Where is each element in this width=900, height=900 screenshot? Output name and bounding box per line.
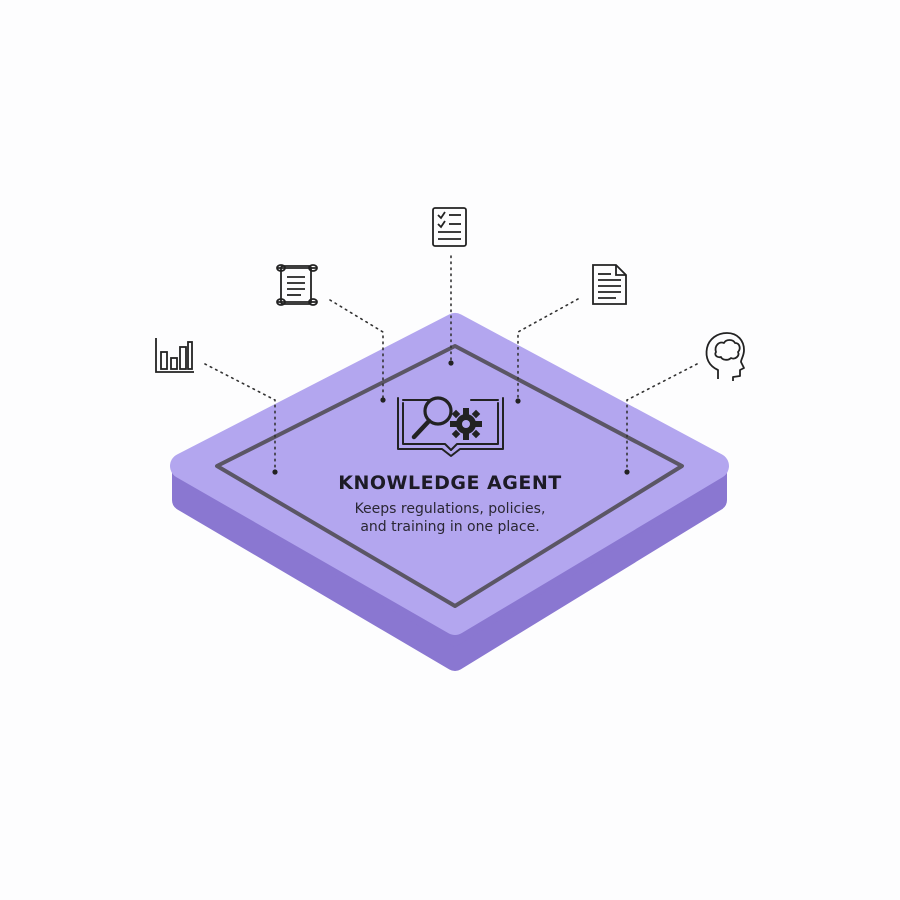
scroll-icon [276,264,318,306]
connector-dots [272,360,630,475]
connector-dot [380,397,386,403]
description-line: and training in one place. [360,519,540,535]
platform-description: Keeps regulations, policies, and trainin… [250,500,650,536]
connector-head [626,363,698,473]
platform-title: KNOWLEDGE AGENT [338,472,562,494]
connector-dot [515,398,521,404]
book-search-gear-icon [397,396,504,457]
connector-dot [448,360,454,366]
connector-dot [624,469,630,475]
platform-inner-border [215,344,684,608]
text-document-icon [592,264,627,305]
head-brain-icon [705,332,745,381]
connector-lines [204,255,698,473]
connector-dot [272,469,278,475]
connector-scroll [329,299,384,401]
connector-bar-chart [204,363,276,473]
connector-document [517,298,579,401]
checklist-document-icon [432,207,467,247]
platform-top [170,313,729,635]
platform-label: KNOWLEDGE AGENT Keeps regulations, polic… [250,472,650,536]
description-line: Keeps regulations, policies, [354,501,546,517]
bar-chart-icon [155,338,194,373]
